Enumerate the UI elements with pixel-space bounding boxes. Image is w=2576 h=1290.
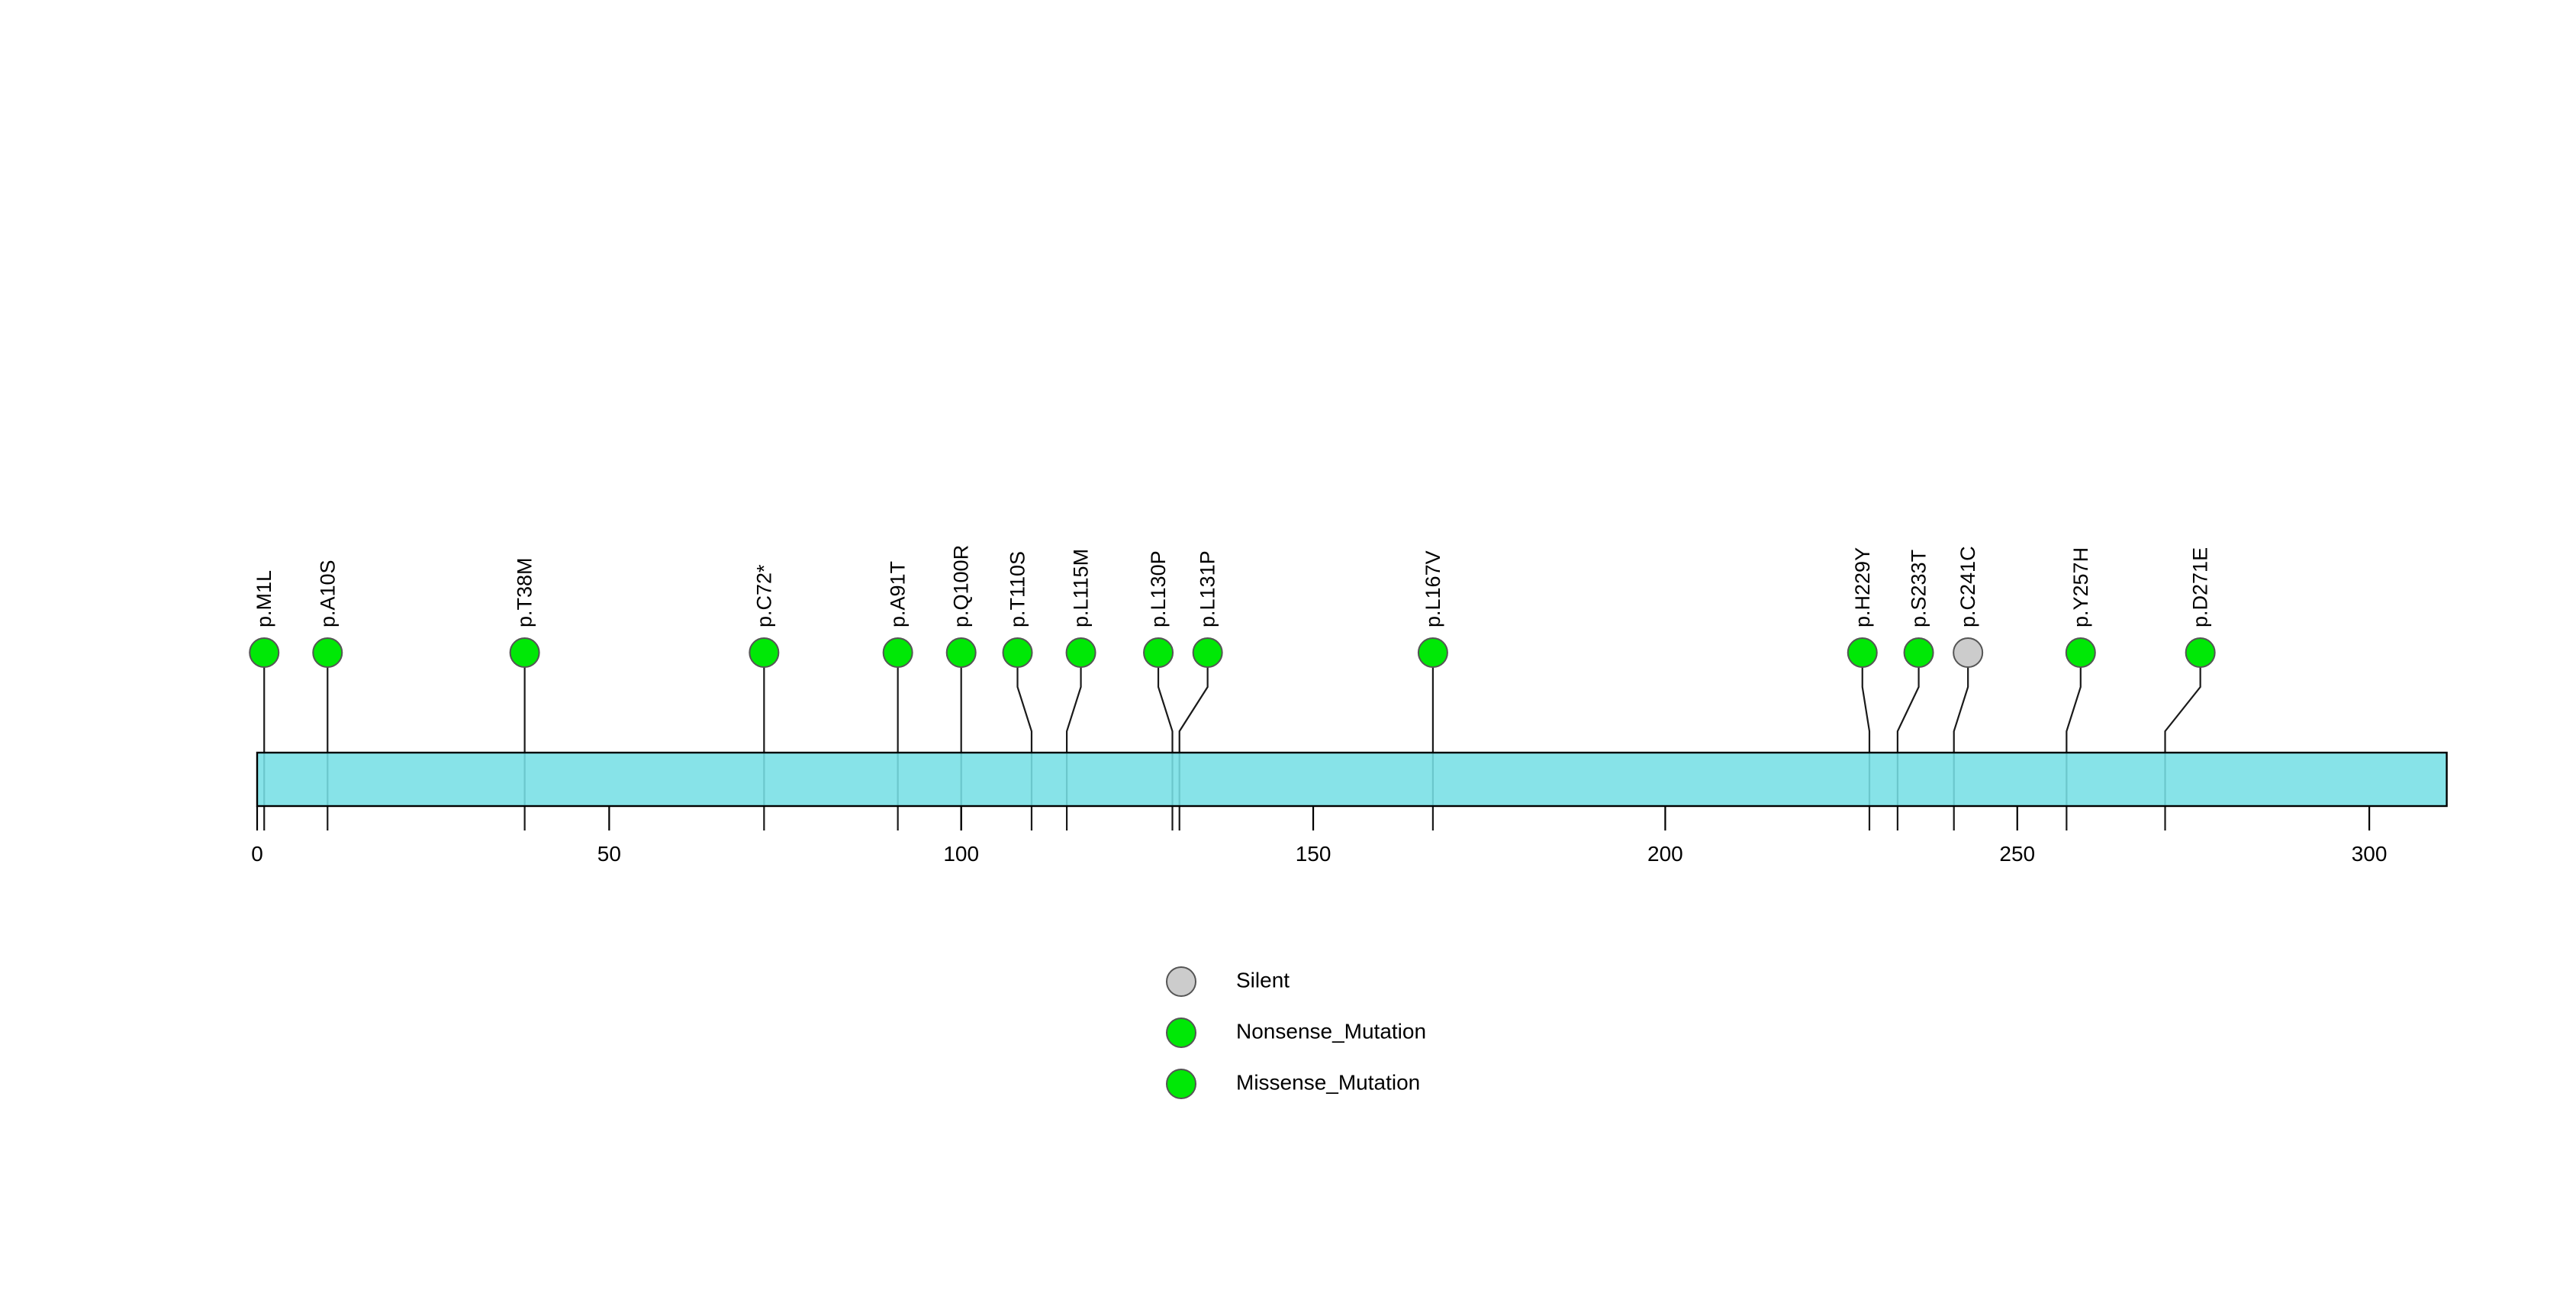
lollipop-marker[interactable] — [1953, 637, 1984, 668]
lollipop-label: p.A91T — [887, 561, 910, 627]
x-axis-layer: 0 50 100 150 200 250 300 — [251, 806, 2387, 866]
lollipop-label: p.H229Y — [1851, 547, 1874, 627]
lollipop-label: p.M1L — [253, 570, 275, 627]
lollipop-label: p.L130P — [1147, 550, 1170, 627]
lollipop-label: p.C72* — [752, 564, 775, 627]
lollipop-marker[interactable] — [1903, 637, 1934, 668]
x-axis-tick-label: 300 — [2352, 842, 2388, 866]
protein-backbone-bar — [256, 751, 2448, 808]
x-axis-tick-label: 250 — [1999, 842, 2035, 866]
legend-swatch[interactable] — [1166, 966, 1196, 997]
lollipop-marker[interactable] — [2065, 637, 2096, 668]
lollipop-label: p.S233T — [1908, 550, 1930, 627]
lollipop-markers-layer — [249, 637, 2216, 668]
lollipop-marker[interactable] — [1143, 637, 1174, 668]
lollipop-label: p.D271E — [2189, 547, 2212, 627]
lollipop-label: p.A10S — [316, 560, 339, 627]
lollipop-marker[interactable] — [1065, 637, 1096, 668]
x-axis-tick-label: 150 — [1296, 842, 1331, 866]
x-axis-tick-label: 50 — [597, 842, 621, 866]
lollipop-marker[interactable] — [312, 637, 343, 668]
lollipop-labels-layer: p.M1L p.A10S p.T38M p.C72* p.A91T p.Q100R p.T1… — [253, 545, 2211, 627]
lollipop-marker[interactable] — [249, 637, 280, 668]
legend-label: Silent — [1236, 968, 1290, 992]
lollipop-marker[interactable] — [509, 637, 540, 668]
legend-swatch[interactable] — [1166, 1017, 1196, 1048]
lollipop-label: p.Q100R — [950, 545, 973, 627]
lollipop-marker[interactable] — [749, 637, 780, 668]
lollipop-marker[interactable] — [882, 637, 913, 668]
lollipop-label: p.L115M — [1070, 549, 1093, 627]
lollipop-label: p.C241C — [1956, 546, 1979, 627]
lollipop-label: p.L167V — [1422, 550, 1444, 627]
lollipop-marker[interactable] — [1847, 637, 1878, 668]
x-axis-tick-label: 200 — [1647, 842, 1683, 866]
lollipop-marker[interactable] — [1417, 637, 1448, 668]
legend-label: Missense_Mutation — [1236, 1070, 1420, 1094]
legend-label: Nonsense_Mutation — [1236, 1019, 1426, 1043]
lollipop-label: p.T38M — [514, 557, 536, 627]
lollipop-label: p.T110S — [1006, 551, 1029, 627]
x-axis-tick-label: 100 — [943, 842, 979, 866]
lollipop-marker[interactable] — [945, 637, 977, 668]
lollipop-marker[interactable] — [1192, 637, 1223, 668]
lollipop-label: p.Y257H — [2069, 547, 2092, 627]
lollipop-label: p.L131P — [1196, 550, 1219, 627]
protein-backbone-layer — [256, 751, 2448, 808]
x-axis-tick-label: 0 — [251, 842, 263, 866]
legend-swatch[interactable] — [1166, 1069, 1196, 1099]
lollipop-marker[interactable] — [2185, 637, 2216, 668]
lollipop-marker[interactable] — [1002, 637, 1033, 668]
